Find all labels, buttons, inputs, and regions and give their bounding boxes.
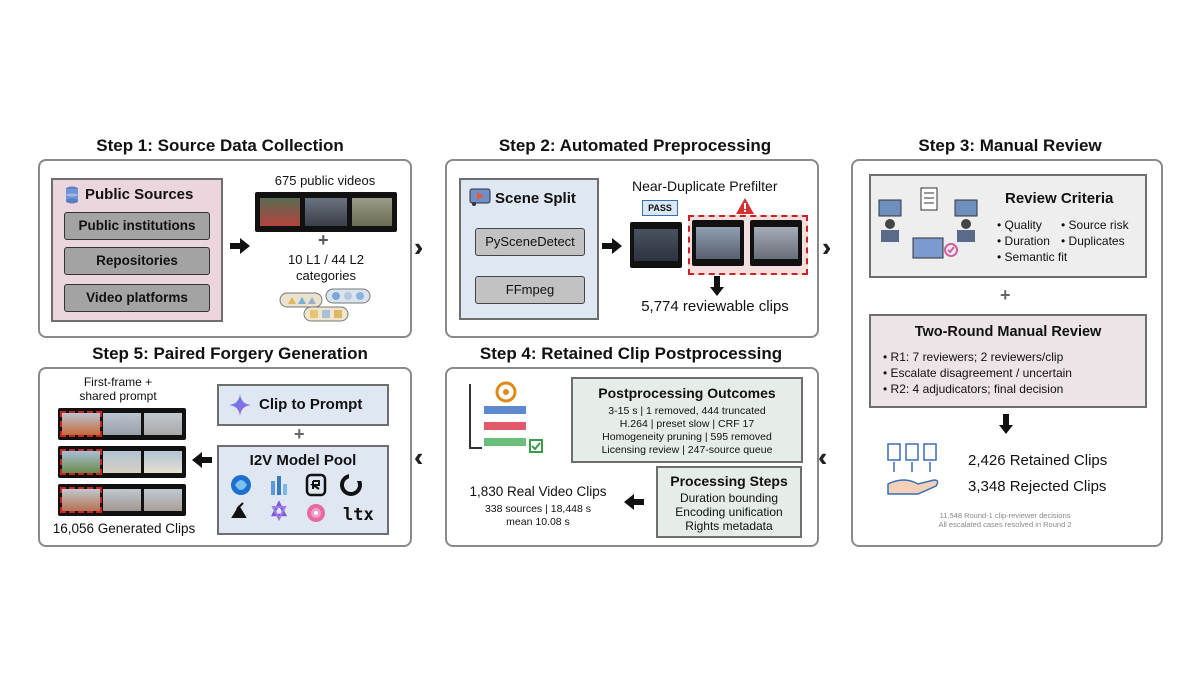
criteria-duration: • Duration [997,234,1050,248]
first-frame-label: First-frame + [83,375,153,389]
real-clips-label: 1,830 Real Video Clips [469,484,607,499]
chevron-right-icon: ›› [414,232,426,262]
processing-steps-title: Processing Steps [670,473,788,489]
review-r2: • R2: 4 adjudicators; final decision [883,382,1064,396]
step1-title: Step 1: Source Data Collection [96,136,344,155]
two-round-review-box: Two-Round Manual Review • R1: 7 reviewer… [869,314,1147,408]
postprocessing-outcomes-box: Postprocessing Outcomes 3-15 s | 1 remov… [571,377,803,463]
database-icon [66,186,78,204]
tool-ffmpeg: FFmpeg [475,276,585,304]
arrow-left-icon [192,452,212,468]
criteria-duplicates: • Duplicates [1061,234,1125,248]
categories-label: 10 L1 / 44 L2 categories [288,252,364,283]
public-sources-title: Public Sources [85,186,194,203]
plus-icon: + [294,424,305,444]
pool-title: I2V Model Pool [249,452,357,469]
i2v-model-pool-box: I2V Model Pool ltx [217,445,389,535]
plus-icon: + [318,230,329,250]
arrow-right-icon [230,238,250,254]
workflow-gear-icon [469,381,543,453]
public-sources-box: Public Sources Public institutions Repos… [51,178,223,322]
arrow-left-icon [624,494,644,510]
clip-to-prompt-label: Clip to Prompt [259,396,363,413]
source-public-institutions: Public institutions [64,212,210,240]
outcome-duration: 3-15 s | 1 removed, 444 truncated [608,405,766,417]
mean-line: mean 10.08 s [506,516,570,528]
review-title: Two-Round Manual Review [914,324,1102,340]
scene-split-box: Scene Split PySceneDetect FFmpeg [459,178,599,320]
step3-title: Step 3: Manual Review [918,136,1102,155]
step-encoding-unification: Encoding unification [675,505,783,519]
review-criteria-box: Review Criteria • Quality • Source risk … [869,174,1147,278]
chevron-left-icon: ‹‹ [414,442,426,472]
clip-to-prompt-box: Clip to Prompt [217,384,389,426]
criteria-semantic-fit: • Semantic fit [997,250,1068,264]
step-duration-bounding: Duration bounding [679,491,779,505]
film-icon [469,188,491,206]
model-logos-icon [231,473,362,522]
plus-icon: + [1000,285,1011,305]
generated-strip-1 [58,408,186,440]
retained-clips-label: 2,426 Retained Clips [968,452,1108,469]
clip-duplicate-b [750,220,802,266]
review-note-1: 11,548 Round-1 clip-reviewer decisions [939,511,1071,520]
tags-icon [279,288,371,322]
processing-steps-box: Processing Steps Duration bounding Encod… [656,466,802,538]
ltx-logo: ltx [343,505,374,525]
criteria-title: Review Criteria [1005,190,1114,207]
rejected-clips-label: 3,348 Rejected Clips [968,478,1107,495]
source-repositories: Repositories [64,247,210,275]
review-escalate: • Escalate disagreement / uncertain [883,366,1072,380]
reviewable-clips-label: 5,774 reviewable clips [641,298,789,315]
warning-icon [736,198,754,214]
review-r1: • R1: 7 reviewers; 2 reviewers/clip [883,350,1064,364]
scene-split-title: Scene Split [495,190,576,207]
tool-pyscenedetect: PySceneDetect [475,228,585,256]
arrow-down-icon [999,414,1013,434]
pass-badge: PASS [642,200,678,216]
reviewers-icon [878,187,978,259]
clip-duplicate-a [692,220,744,266]
source-video-platforms: Video platforms [64,284,210,312]
prefilter-label: Near-Duplicate Prefilter [632,178,778,194]
sparkle-icon [229,394,251,416]
video-thumbnails [255,192,397,232]
arrow-down-icon [710,276,724,296]
generated-strip-3 [58,484,186,516]
documents-hand-icon [887,443,939,495]
outcome-licensing: Licensing review | 247-source queue [601,444,773,456]
sources-line: 338 sources | 18,448 s [484,503,592,515]
videos-label: 675 public videos [274,173,376,188]
outcomes-title: Postprocessing Outcomes [598,385,776,401]
criteria-quality: • Quality [997,218,1042,232]
outcome-encoding: H.264 | preset slow | CRF 17 [619,418,755,430]
outcome-homogeneity: Homogeneity pruning | 595 removed [602,431,772,443]
chevron-right-icon: ›› [822,232,834,262]
generated-strip-2 [58,446,186,478]
step-rights-metadata: Rights metadata [685,519,773,533]
step4-title: Step 4: Retained Clip Postprocessing [479,344,783,363]
criteria-source-risk: • Source risk [1061,218,1129,232]
generated-clips-label: 16,056 Generated Clips [52,521,196,536]
step2-title: Step 2: Automated Preprocessing [498,136,772,155]
clip-pass [630,222,682,268]
review-note-2: All escalated cases resolved in Round 2 [938,520,1072,529]
arrow-right-icon [602,238,622,254]
shared-prompt-label: shared prompt [79,389,157,403]
step5-title: Step 5: Paired Forgery Generation [92,344,368,363]
